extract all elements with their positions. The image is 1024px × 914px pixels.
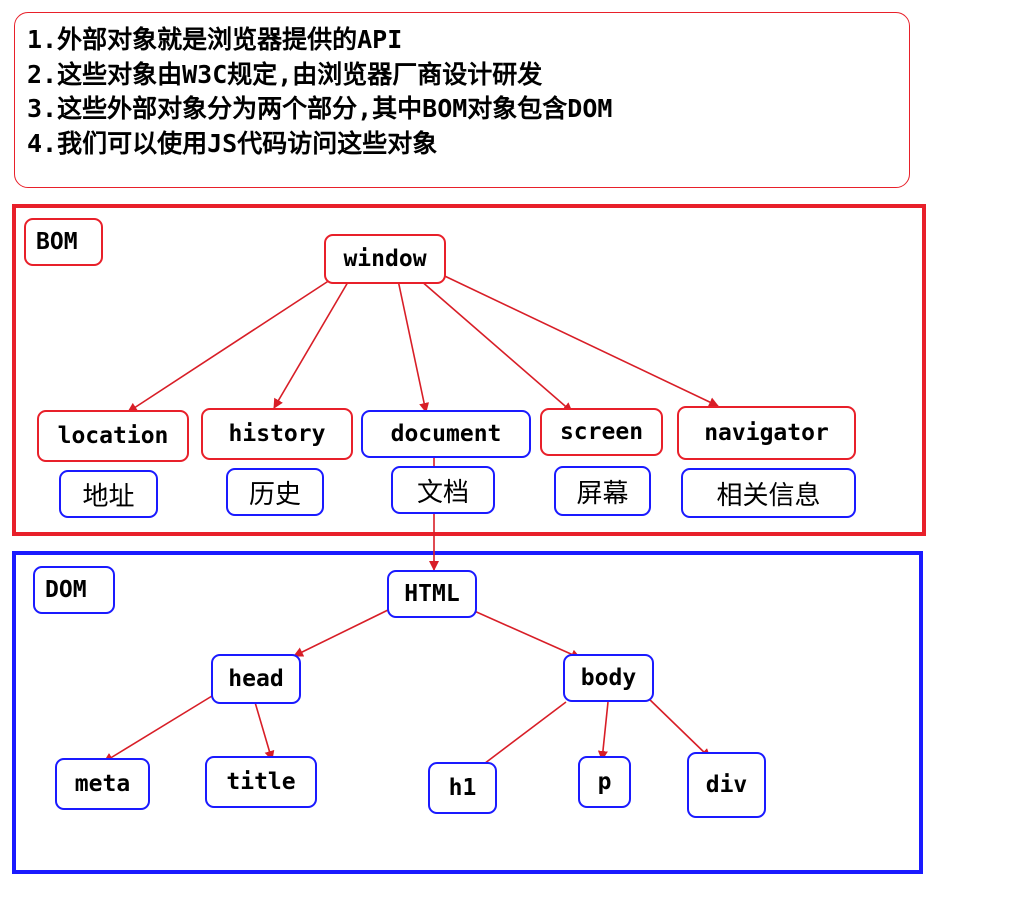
- node-title: title: [205, 756, 317, 808]
- node-document: document: [361, 410, 531, 458]
- bom-label: BOM: [24, 218, 103, 266]
- desc-screen: 屏幕: [554, 466, 651, 516]
- dom-label: DOM: [33, 566, 115, 614]
- node-head: head: [211, 654, 301, 704]
- note-line-2: 2.这些对象由W3C规定,由浏览器厂商设计研发: [27, 59, 543, 89]
- node-meta: meta: [55, 758, 150, 810]
- note-line-4: 4.我们可以使用JS代码访问这些对象: [27, 128, 438, 158]
- desc-document: 文档: [391, 466, 495, 514]
- node-body: body: [563, 654, 654, 702]
- note-line-3: 3.这些外部对象分为两个部分,其中BOM对象包含DOM: [27, 94, 613, 123]
- node-p: p: [578, 756, 631, 808]
- notes-box: 1.外部对象就是浏览器提供的API 2.这些对象由W3C规定,由浏览器厂商设计研…: [14, 12, 910, 188]
- dom-section: [12, 551, 923, 874]
- bom-section: [12, 204, 926, 536]
- node-location: location: [37, 410, 189, 462]
- node-history: history: [201, 408, 353, 460]
- node-navigator: navigator: [677, 406, 856, 460]
- desc-navigator: 相关信息: [681, 468, 856, 518]
- note-line-1: 1.外部对象就是浏览器提供的API: [27, 25, 403, 54]
- desc-location: 地址: [59, 470, 158, 518]
- node-screen: screen: [540, 408, 663, 456]
- desc-history: 历史: [226, 468, 324, 516]
- node-div: div: [687, 752, 766, 818]
- node-html: HTML: [387, 570, 477, 618]
- node-window: window: [324, 234, 446, 284]
- node-h1: h1: [428, 762, 497, 814]
